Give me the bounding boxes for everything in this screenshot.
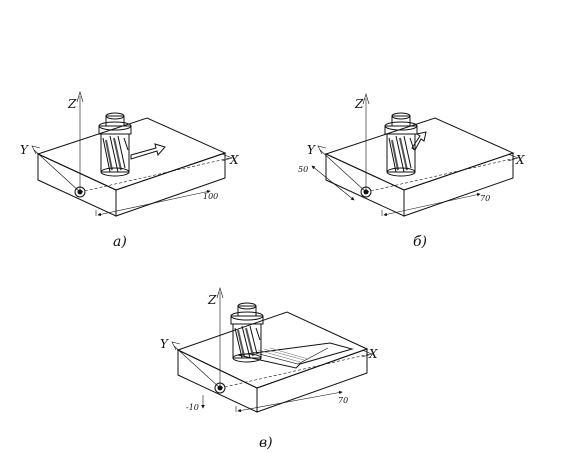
x-move-value: 70 — [480, 194, 490, 203]
x-travel-dimension — [235, 390, 343, 413]
end-mill-cutter — [384, 112, 418, 177]
milled-slot — [237, 342, 354, 369]
y-axis — [31, 145, 81, 193]
feed-direction-arrow — [130, 143, 166, 160]
x-axis — [365, 153, 519, 193]
panel-caption: в) — [259, 435, 273, 451]
end-mill-cutter — [230, 302, 264, 363]
origin-marker — [214, 382, 226, 394]
end-mill-cutter — [98, 112, 132, 177]
x-axis-label: X — [229, 153, 239, 167]
z-axis — [216, 286, 224, 388]
x-axis-label: X — [515, 153, 525, 167]
x-axis — [219, 349, 373, 389]
z-axis-label: Z — [354, 97, 364, 111]
z-axis — [76, 90, 84, 192]
x-travel-dimension — [95, 189, 211, 217]
y-axis-label: Y — [20, 143, 29, 157]
y-axis-label: Y — [160, 337, 169, 351]
x-move-value: 70 — [338, 396, 348, 405]
feed-direction-arrow — [411, 131, 427, 151]
x-axis-label: X — [368, 347, 378, 361]
y-travel-dimension — [311, 165, 355, 201]
panel-caption: б) — [413, 234, 427, 250]
y-axis — [171, 341, 221, 389]
z-axis — [362, 92, 370, 192]
x-move-value: 100 — [203, 192, 218, 201]
z-axis-label: Z — [207, 293, 217, 307]
z-axis-label: Z — [67, 97, 77, 111]
panel-b: Z Y X 50 70 б) — [298, 92, 525, 250]
x-axis — [79, 153, 233, 193]
origin-marker — [360, 186, 372, 198]
panel-caption: а) — [113, 234, 127, 250]
y-move-value: 50 — [298, 165, 308, 174]
x-travel-dimension — [381, 192, 481, 217]
panel-a: Z Y X 100 а) — [20, 90, 239, 250]
z-move-value: -10 — [186, 403, 199, 412]
origin-marker — [74, 186, 86, 198]
y-axis-label: Y — [307, 143, 316, 157]
panel-c: Z Y X -10 70 в) — [160, 286, 378, 451]
